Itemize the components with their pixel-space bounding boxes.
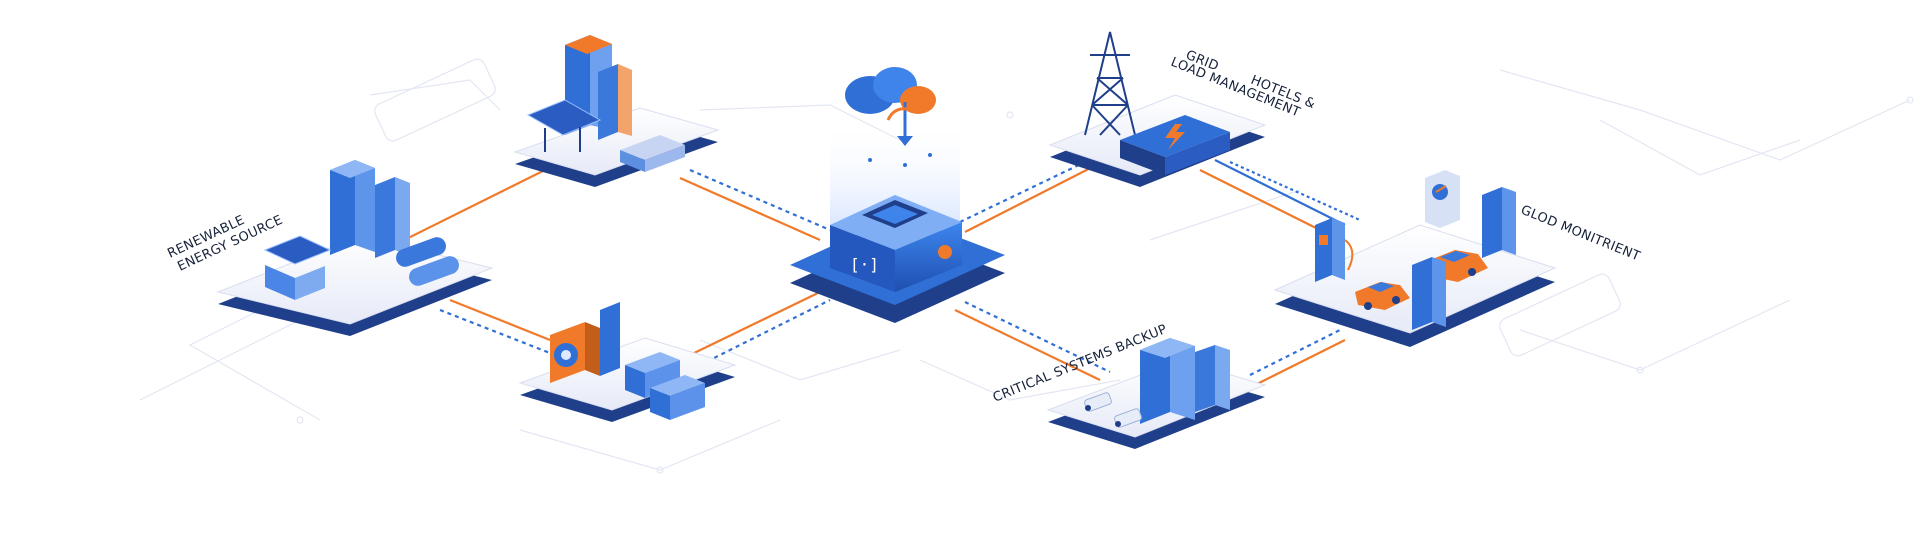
solar-panel-icon [526, 99, 602, 152]
grid-platform: GRID HOTELS & LOAD MANAGEMENT [1048, 31, 1317, 187]
office-building-icon [1140, 338, 1230, 424]
monitor-device-icon [1425, 170, 1460, 228]
status-light-icon [938, 245, 952, 259]
connection-lines [359, 149, 1361, 386]
industrial-platform [518, 302, 737, 422]
inverter-icon [620, 135, 685, 172]
solar-panel-icon [263, 235, 332, 300]
solar-buildings-platform [513, 35, 720, 187]
ev-charger-icon [1315, 218, 1354, 282]
background-circuit-lines [139, 58, 1914, 474]
building-icon [330, 160, 410, 258]
electric-car-icon [1355, 282, 1410, 310]
office-tower-icon [565, 35, 632, 140]
hub-bracket-icon: [·] [850, 255, 879, 274]
critical-backup-platform: CRITICAL SYSTEMS BACKUP [991, 322, 1267, 449]
monitor-label: GLOD MONITRIENT [1519, 203, 1643, 265]
industrial-fan-icon [550, 302, 620, 383]
ev-monitoring-platform: GLOD MONITRIENT [1273, 170, 1643, 347]
cloud-sync-icon [845, 67, 936, 146]
lightning-icon [1120, 115, 1230, 175]
security-camera-icon [1084, 392, 1142, 428]
central-hub: [·] [790, 67, 1005, 323]
server-rack-icon [625, 352, 705, 420]
power-tower-icon [1084, 31, 1136, 136]
battery-icon [396, 237, 459, 286]
renewable-platform: RENEWABLE ENERGY SOURCE [165, 160, 494, 336]
server-rack-icon [1412, 187, 1516, 330]
